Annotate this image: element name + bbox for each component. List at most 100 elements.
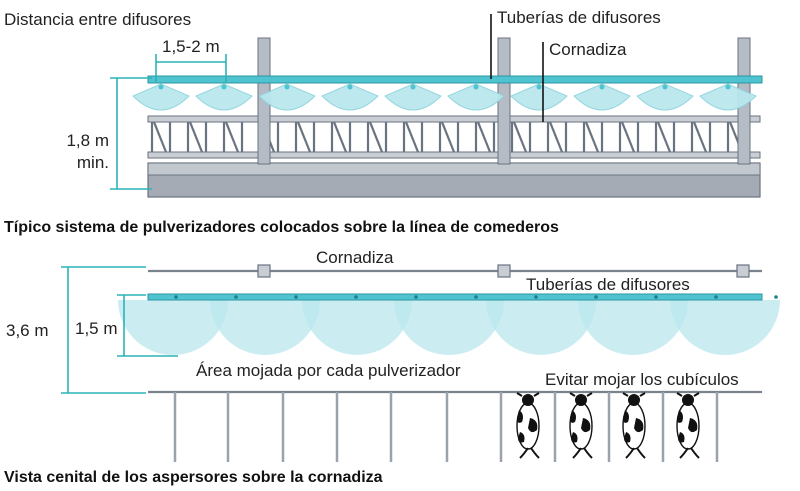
wetted-area bbox=[210, 300, 320, 355]
nozzle bbox=[410, 84, 416, 90]
cow-head bbox=[522, 394, 534, 406]
headlock-bars bbox=[150, 121, 748, 153]
nozzle-dot bbox=[414, 295, 418, 299]
cow-spot bbox=[517, 410, 523, 423]
total-width-value: 3,6 m bbox=[6, 321, 49, 340]
top-side-view: Distancia entre difusores 1,5-2 m Tuberí… bbox=[4, 8, 763, 236]
headlock-diagonal-bar bbox=[512, 121, 528, 153]
spray-cone bbox=[321, 83, 379, 111]
wetted-area bbox=[302, 300, 412, 355]
headlock-diagonal-bar bbox=[548, 121, 564, 153]
cow-legs bbox=[519, 447, 540, 459]
plan-diffuser-pipe bbox=[147, 293, 763, 301]
cows bbox=[516, 392, 700, 459]
cow-spot bbox=[678, 432, 685, 443]
nozzle bbox=[158, 84, 164, 90]
cow-legs bbox=[572, 447, 593, 459]
cow-head bbox=[682, 394, 694, 406]
wetted-area-label: Área mojada por cada pulverizador bbox=[196, 361, 461, 380]
cow-spot bbox=[570, 410, 576, 423]
cow-head bbox=[628, 394, 640, 406]
cow-legs bbox=[625, 447, 646, 459]
cow-spot bbox=[634, 418, 644, 433]
cow-spot bbox=[688, 418, 698, 433]
nozzle-dot bbox=[354, 295, 358, 299]
spray-cone bbox=[384, 83, 442, 111]
headlock-label: Cornadiza bbox=[549, 40, 627, 59]
spray-cone bbox=[699, 83, 757, 111]
nozzle bbox=[284, 84, 290, 90]
headlock-diagonal-bar bbox=[188, 121, 204, 153]
spacing-value: 1,5-2 m bbox=[162, 37, 220, 56]
wetted-area bbox=[394, 300, 504, 355]
nozzle bbox=[473, 84, 479, 90]
feed-bunk-top bbox=[147, 162, 761, 176]
nozzle-dot bbox=[294, 295, 298, 299]
cow-head bbox=[575, 394, 587, 406]
cow-spot bbox=[677, 410, 683, 423]
cow-icon bbox=[622, 392, 646, 459]
height-value: 1,8 m bbox=[66, 131, 109, 150]
spray-width-value: 1,5 m bbox=[75, 319, 118, 338]
wetted-area bbox=[670, 300, 780, 355]
bottom-plan-view: Cornadiza Tuberías de difusores 3,6 m 1,… bbox=[4, 248, 780, 486]
nozzle bbox=[221, 84, 227, 90]
headlock-diagonal-bar bbox=[584, 121, 600, 153]
headlock-diagonal-bar bbox=[224, 121, 240, 153]
wetted-area bbox=[118, 300, 228, 355]
headlock-diagonal-bar bbox=[656, 121, 672, 153]
plan-headlock-label: Cornadiza bbox=[316, 248, 394, 267]
nozzle-dot bbox=[594, 295, 598, 299]
stall-posts bbox=[173, 392, 719, 462]
bottom-caption: Vista cenital de los aspersores sobre la… bbox=[4, 469, 383, 486]
nozzle-dot bbox=[474, 295, 478, 299]
nozzle-dot bbox=[174, 295, 178, 299]
headlock-diagonal-bar bbox=[692, 121, 708, 153]
cow-ears bbox=[676, 392, 700, 397]
headlock-top-rail bbox=[147, 115, 761, 123]
headlock-diagonal-bar bbox=[620, 121, 636, 153]
nozzle-dot bbox=[534, 295, 538, 299]
cow-ears bbox=[622, 392, 646, 397]
pipe-label: Tuberías de difusores bbox=[497, 8, 661, 27]
wetted-area bbox=[578, 300, 688, 355]
nozzle bbox=[662, 84, 668, 90]
nozzle bbox=[347, 84, 353, 90]
headlock-diagonal-bar bbox=[368, 121, 384, 153]
nozzle bbox=[536, 84, 542, 90]
diffuser-pipe bbox=[147, 75, 763, 84]
nozzle-dots bbox=[174, 295, 778, 299]
cow-spot bbox=[581, 418, 591, 433]
headlock-diagonal-bar bbox=[152, 121, 168, 153]
nozzle-dot bbox=[714, 295, 718, 299]
plan-post bbox=[736, 264, 750, 278]
headlock-diagonal-bar bbox=[296, 121, 312, 153]
spacing-label: Distancia entre difusores bbox=[4, 10, 191, 29]
plan-post bbox=[497, 264, 511, 278]
headlock-diagonal-bar bbox=[404, 121, 420, 153]
headlock-bottom-rail bbox=[147, 151, 761, 159]
cow-spot bbox=[624, 432, 631, 443]
cow-legs bbox=[679, 447, 700, 459]
wetted-area bbox=[486, 300, 596, 355]
cow-spot bbox=[571, 432, 578, 443]
nozzle bbox=[599, 84, 605, 90]
spray-cone bbox=[510, 83, 568, 111]
cow-spot bbox=[518, 432, 525, 443]
plan-post bbox=[257, 264, 271, 278]
spray-cone bbox=[636, 83, 694, 111]
height-min: min. bbox=[77, 153, 109, 172]
cow-ears bbox=[569, 392, 593, 397]
top-spray-cones bbox=[132, 83, 757, 111]
spray-cone bbox=[195, 83, 253, 111]
headlock-diagonal-bar bbox=[476, 121, 492, 153]
cow-icon bbox=[569, 392, 593, 459]
plan-pipe-label: Tuberías de difusores bbox=[526, 275, 690, 294]
nozzle-dot bbox=[234, 295, 238, 299]
cow-ears bbox=[516, 392, 540, 397]
spray-cone bbox=[447, 83, 505, 111]
top-caption: Típico sistema de pulverizadores colocad… bbox=[4, 219, 559, 236]
bottom-spray-areas bbox=[118, 300, 780, 355]
headlock-diagonal-bar bbox=[440, 121, 456, 153]
